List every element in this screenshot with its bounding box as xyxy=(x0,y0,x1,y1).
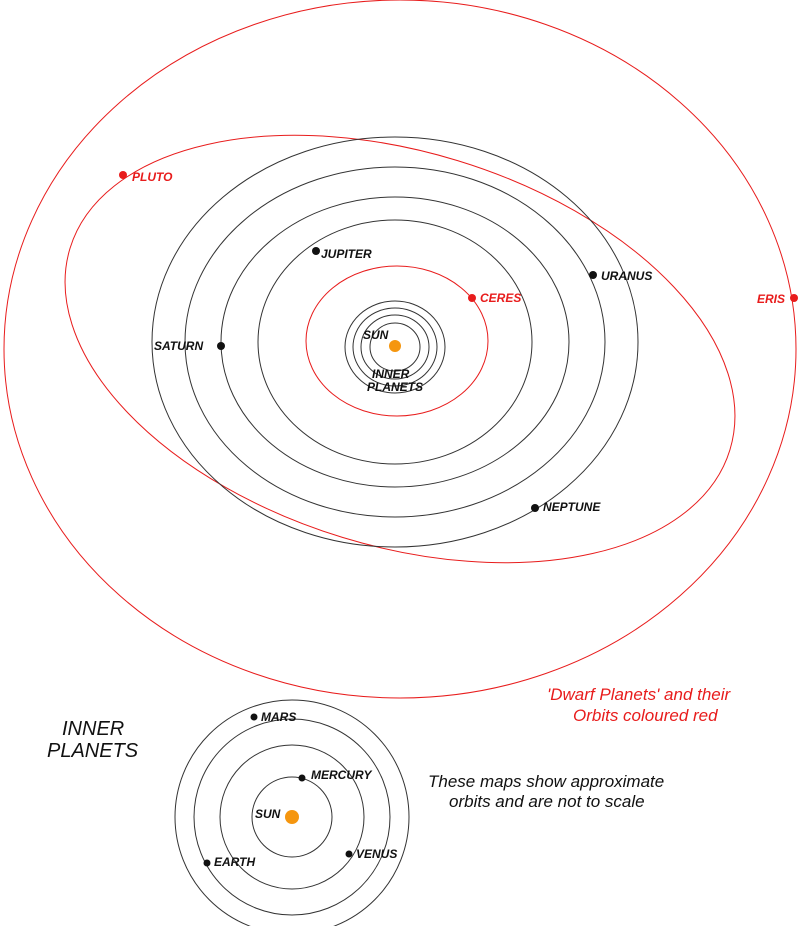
earth-orbit xyxy=(193,718,391,916)
neptune-orbit xyxy=(151,136,639,548)
ceres-marker xyxy=(468,294,476,302)
ceres-label: CERES xyxy=(480,291,521,305)
mini-mercury-orbit xyxy=(369,322,421,372)
saturn-label: SATURN xyxy=(154,339,203,353)
jupiter-orbit xyxy=(257,219,533,465)
dwarf-planets-note: 'Dwarf Planets' and their xyxy=(547,685,732,704)
eris-marker xyxy=(790,294,798,302)
mini-mars-orbit xyxy=(344,300,446,394)
mercury-orbit xyxy=(251,776,333,858)
mercury-marker xyxy=(298,774,306,782)
inner-sun-marker xyxy=(285,810,299,824)
saturn-marker xyxy=(217,342,225,350)
venus-label: VENUS xyxy=(356,847,397,861)
jupiter-label: JUPITER xyxy=(321,247,372,261)
inner-planets-map: INNER PLANETS SUN MERCURY VENUS EARTH MA… xyxy=(47,699,410,926)
scale-note: orbits and are not to scale xyxy=(449,792,645,811)
eris-orbit xyxy=(3,0,797,699)
mars-orbit xyxy=(174,699,410,926)
pluto-marker xyxy=(119,171,127,179)
inner-planets-title: INNER xyxy=(62,718,124,740)
pluto-orbit xyxy=(64,134,736,564)
dwarf-planets-note: Orbits coloured red xyxy=(573,706,718,725)
uranus-label: URANUS xyxy=(601,269,652,283)
mercury-label: MERCURY xyxy=(311,768,372,782)
venus-orbit xyxy=(219,744,365,890)
sun-marker xyxy=(389,340,401,352)
mars-marker xyxy=(250,713,258,721)
sun-label: SUN xyxy=(363,328,389,342)
earth-label: EARTH xyxy=(214,855,255,869)
mini-venus-orbit xyxy=(360,314,430,380)
uranus-orbit xyxy=(184,166,606,518)
neptune-label: NEPTUNE xyxy=(543,500,601,514)
ceres-orbit xyxy=(305,265,489,417)
inner-planets-label: PLANETS xyxy=(367,380,423,394)
uranus-marker xyxy=(589,271,597,279)
mars-label: MARS xyxy=(261,710,296,724)
inner-planets-label: INNER xyxy=(372,367,410,381)
outer-solar-system-map: SUN INNER PLANETS JUPITER SATURN URANUS … xyxy=(3,0,798,699)
neptune-marker xyxy=(531,504,539,512)
jupiter-marker xyxy=(312,247,320,255)
scale-note: These maps show approximate xyxy=(428,772,664,791)
pluto-label: PLUTO xyxy=(132,170,173,184)
inner-sun-label: SUN xyxy=(255,807,281,821)
inner-planets-title: PLANETS xyxy=(47,740,139,762)
venus-marker xyxy=(345,850,353,858)
mini-earth-orbit xyxy=(352,307,438,387)
earth-marker xyxy=(203,859,211,867)
eris-label: ERIS xyxy=(757,292,785,306)
